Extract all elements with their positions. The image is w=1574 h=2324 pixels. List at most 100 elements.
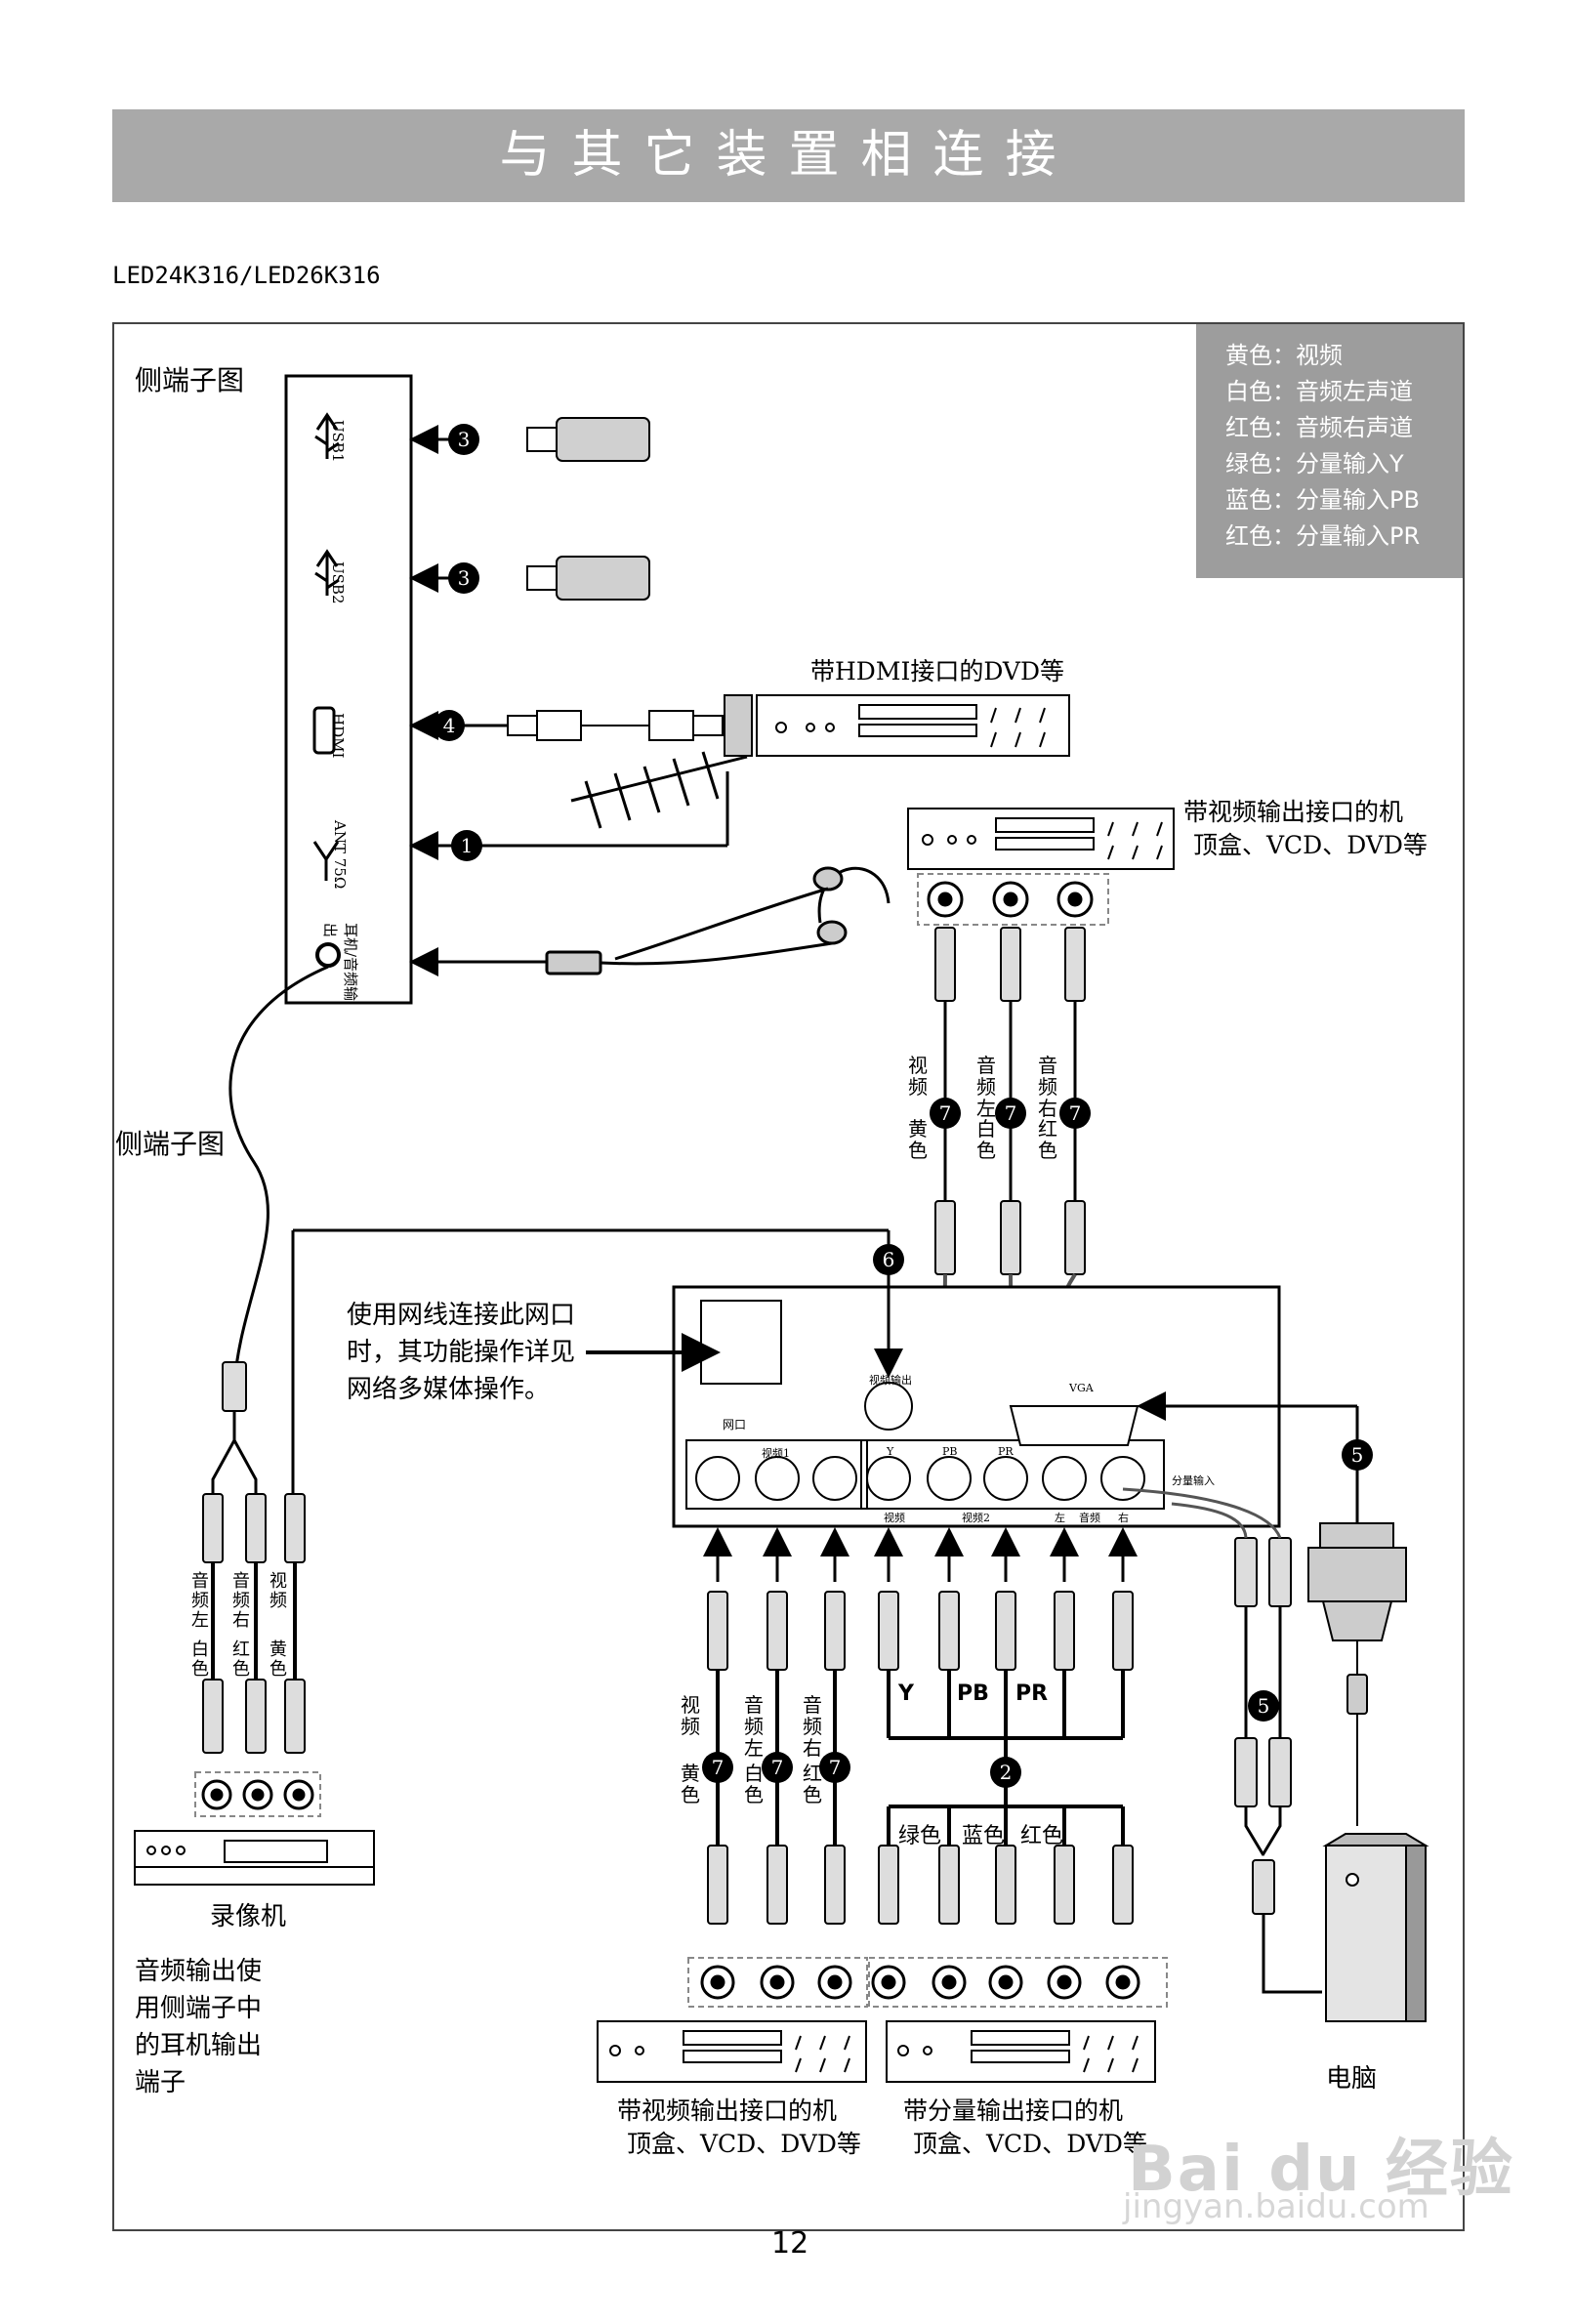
vcr-caption: 录像机 <box>210 1902 287 1931</box>
bottom-video-label: 视频 <box>681 1694 702 1737</box>
color-legend: 黄色：视频 白色：音频左声道 红色：音频右声道 绿色：分量输入Y 蓝色：分量输入… <box>1196 324 1463 578</box>
cable-label-text: 视频 <box>908 1054 928 1099</box>
cable-label-text: 白色 <box>744 1762 764 1806</box>
cable-label-text: 白色 <box>976 1117 996 1162</box>
top-audio-right-label: 音频右 <box>1038 1055 1059 1119</box>
svg-text:7: 7 <box>829 1756 842 1779</box>
usb1-label: USB1 <box>329 420 347 463</box>
rear-audio-label: 音频 <box>1079 1512 1100 1524</box>
usb1-icon <box>314 412 340 459</box>
usb-drive-2 <box>526 556 650 601</box>
top-video-cable-label: 视频 <box>908 1055 930 1098</box>
video1-jacks <box>695 1456 857 1501</box>
component-out-device <box>886 2020 1156 2083</box>
component-in-label: 分量输入 <box>1172 1474 1215 1487</box>
cable-label-text: 音频右 <box>803 1693 822 1760</box>
cable-label-text: 音频右 <box>1038 1054 1057 1120</box>
legend-item-component-pb: 蓝色：分量输入PB <box>1225 486 1420 514</box>
badge-1-antenna: 1 <box>451 830 482 861</box>
component-pr-label: PR <box>1015 1681 1049 1706</box>
rear-y-label: Y <box>887 1445 894 1458</box>
vcr-yellow-label: 黄色 <box>269 1640 289 1680</box>
component-red-label: 红色 <box>1020 1824 1064 1848</box>
badge-7-bottom-video: 7 <box>702 1752 733 1783</box>
legend-item-audio-right: 红色：音频右声道 <box>1225 414 1413 441</box>
video-out-bottom-caption-2: 顶盒、VCD、DVD等 <box>627 2130 861 2158</box>
network-note: 使用网线连接此网口 时，其功能操作详见 网络多媒体操作。 <box>347 1297 575 1408</box>
badge-7-top-video: 7 <box>930 1098 961 1129</box>
antenna-icon <box>570 751 748 846</box>
vcr-red-label: 红色 <box>232 1640 252 1680</box>
vcr-white-label: 白色 <box>191 1640 211 1680</box>
cable-label-text: 红色 <box>803 1762 822 1806</box>
video-out-device-top <box>907 808 1175 870</box>
audio-out-note-line: 用侧端子中 <box>135 1994 263 2023</box>
top-video-color-label: 黄色 <box>908 1118 930 1161</box>
svg-text:7: 7 <box>712 1756 725 1779</box>
pc-tower-icon <box>1322 1833 1429 2022</box>
vga-label: VGA <box>1069 1382 1094 1394</box>
svg-text:5: 5 <box>1351 1443 1364 1467</box>
vcr-rca-jacks <box>201 1779 314 1810</box>
svg-text:7: 7 <box>1069 1101 1082 1125</box>
hdmi-cable <box>507 694 753 757</box>
page-title: 与其它装置相连接 <box>112 109 1465 202</box>
video-out-device-bottom <box>597 2020 867 2083</box>
video1-label: 视频1 <box>762 1447 790 1460</box>
hdmi-dvd-player <box>756 694 1070 757</box>
side-panel-title-2: 侧端子图 <box>115 1128 226 1160</box>
bottom-white-label: 白色 <box>744 1763 766 1805</box>
cable-label-text: 视频 <box>681 1693 700 1738</box>
earphone-jack-icon <box>315 942 341 968</box>
badge-7-top-right: 7 <box>1059 1098 1091 1129</box>
badge-5-audio: 5 <box>1248 1690 1279 1722</box>
vga-connector <box>1307 1522 1407 1826</box>
badge-7-top-left: 7 <box>995 1098 1026 1129</box>
network-note-line: 时，其功能操作详见 <box>347 1338 576 1367</box>
legend-item-component-pr: 红色：分量输入PR <box>1225 522 1421 550</box>
video-out-label: 视频输出 <box>869 1374 912 1387</box>
watermark-url: jingyan.baidu.com <box>1123 2187 1429 2226</box>
rear-right-label: 右 <box>1118 1512 1129 1524</box>
audio-out-note-line: 端子 <box>135 2068 186 2097</box>
cable-label-text: 音频左 <box>191 1571 209 1631</box>
component-green-label: 绿色 <box>898 1824 942 1848</box>
svg-text:1: 1 <box>461 834 474 857</box>
svg-text:7: 7 <box>1005 1101 1017 1125</box>
badge-6-network: 6 <box>873 1244 904 1275</box>
vcr-audio-left-label: 音频左 <box>191 1572 211 1631</box>
svg-text:5: 5 <box>1258 1694 1270 1718</box>
rear-video-label: 视频 <box>884 1512 905 1524</box>
video-out-top-caption-2: 顶盒、VCD、DVD等 <box>1193 831 1428 859</box>
top-audio-left-label: 音频左 <box>976 1055 998 1119</box>
video-out-bottom-caption-1: 带视频输出接口的机 <box>617 2096 838 2125</box>
top-audio-right-color: 红色 <box>1038 1118 1059 1161</box>
cable-label-text: 红色 <box>1038 1117 1057 1162</box>
badge-2-component: 2 <box>990 1757 1021 1788</box>
badge-5-vga: 5 <box>1342 1439 1373 1471</box>
antenna-port-icon <box>312 841 340 881</box>
page-number: 12 <box>771 2226 809 2261</box>
audio-out-note-line: 的耳机输出 <box>135 2031 263 2060</box>
usb-drive-1 <box>526 417 650 462</box>
earphone-label: 耳机/音频输出 <box>321 923 359 1002</box>
cable-label-text: 黄色 <box>269 1639 287 1680</box>
usb2-icon <box>314 549 340 596</box>
vcr-audio-right-label: 音频右 <box>232 1572 252 1631</box>
side-panel-title: 侧端子图 <box>135 364 245 396</box>
badge-3-usb1: 3 <box>448 424 479 455</box>
component-caption-1: 带分量输出接口的机 <box>903 2096 1124 2125</box>
svg-text:3: 3 <box>458 428 471 451</box>
svg-text:2: 2 <box>1000 1761 1013 1784</box>
video-out-jack <box>864 1382 913 1431</box>
component-pb-label: PB <box>957 1681 989 1706</box>
svg-text:6: 6 <box>883 1248 895 1271</box>
pc-caption: 电脑 <box>1326 2064 1378 2094</box>
svg-text:7: 7 <box>939 1101 952 1125</box>
bottom-red-label: 红色 <box>803 1763 824 1805</box>
svg-text:3: 3 <box>458 566 471 590</box>
legend-item-video: 黄色：视频 <box>1225 342 1343 369</box>
hdmi-dvd-caption: 带HDMI接口的DVD等 <box>810 657 1065 685</box>
rear-left-label: 左 <box>1055 1512 1065 1524</box>
